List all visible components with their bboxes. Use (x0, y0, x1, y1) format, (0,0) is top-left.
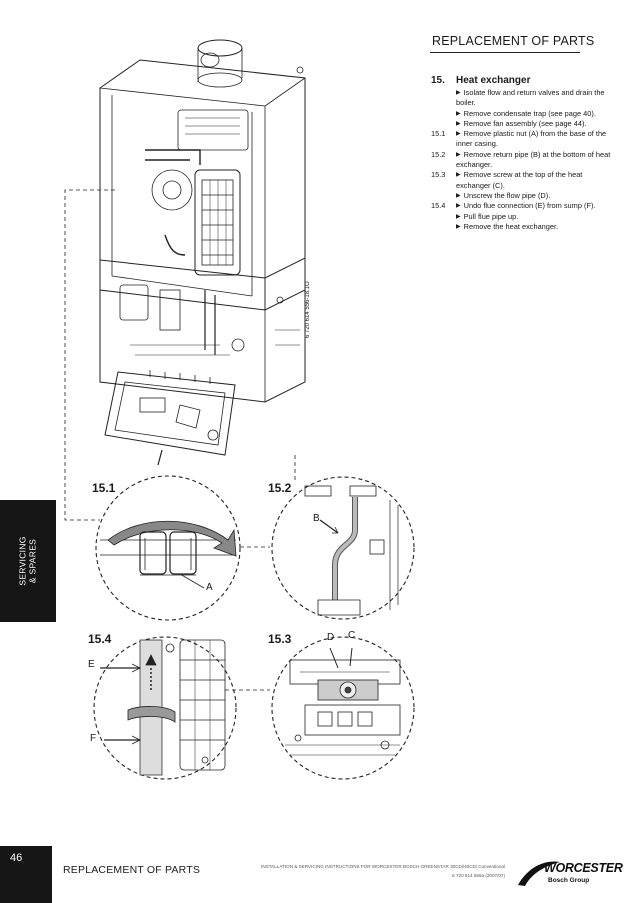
bullet-arrow-icon: ▶ (456, 120, 461, 127)
step-number (431, 191, 456, 201)
step-number: 15.1 (431, 129, 446, 139)
callout-b: B (313, 513, 320, 524)
step-text: Pull flue pipe up. (463, 211, 519, 221)
step-text: Undo flue connection (E) from sump (F). (463, 201, 596, 211)
footer-section-title: REPLACEMENT OF PARTS (63, 864, 201, 876)
bullet-arrow-icon: ▶ (456, 90, 461, 96)
step-text: Remove screw at the top of the heat exch… (456, 170, 583, 190)
instruction-step: 15.1 ▶Remove plastic nut (A) from the ba… (431, 129, 611, 150)
instruction-step: ▶Isolate flow and return valves and drai… (431, 88, 611, 109)
footer-doc-line: INSTALLATION & SERVICING INSTRUCTIONS FO… (261, 864, 505, 869)
step-text: Remove plastic nut (A) from the base of … (456, 129, 607, 149)
detail-label-15-3: 15.3 (268, 632, 292, 646)
leader-lines (64, 189, 296, 691)
page-number: 46 (10, 852, 23, 864)
detail-label-15-2: 15.2 (268, 481, 292, 495)
callout-f: F (90, 733, 97, 744)
instruction-heading: 15. Heat exchanger (431, 74, 611, 87)
heading-number: 15. (431, 75, 445, 86)
instruction-step: ▶Remove condensate trap (see page 40). (431, 109, 611, 119)
brand-logo-subtitle: Bosch Group (548, 877, 590, 884)
header-rule (430, 52, 580, 53)
step-text: Remove fan assembly (see page 44). (463, 118, 587, 128)
side-tab-line-2: & SPARES (28, 538, 38, 584)
step-text: Remove return pipe (B) at the bottom of … (456, 149, 611, 170)
side-tab-line-1: SERVICING (18, 536, 28, 586)
page-header-title: REPLACEMENT OF PARTS (432, 34, 595, 48)
bullet-arrow-icon: ▶ (456, 213, 461, 220)
step-text: Isolate flow and return valves and drain… (456, 88, 605, 108)
detail-circle-15-3 (271, 636, 415, 780)
bullet-arrow-icon: ▶ (456, 223, 461, 230)
callout-e: E (88, 659, 95, 670)
step-number: 15.3 (431, 170, 446, 180)
instruction-list: 15. Heat exchanger ▶Isolate flow and ret… (431, 74, 611, 232)
instruction-step: ▶Pull flue pipe up. (431, 212, 611, 222)
callout-c: C (348, 630, 356, 641)
bullet-arrow-icon: ▶ (456, 151, 461, 158)
callout-d: D (327, 632, 335, 643)
heading-text: Heat exchanger (456, 75, 531, 86)
detail-label-15-4: 15.4 (88, 632, 112, 646)
bullet-arrow-icon: ▶ (456, 172, 461, 179)
callout-a: A (206, 582, 213, 593)
instruction-step: 15.2 ▶Remove return pipe (B) at the bott… (431, 150, 611, 171)
section-side-tab (0, 500, 56, 622)
brand-logo-name: WORCESTER (544, 861, 623, 875)
instruction-step: 15.4 ▶Undo flue connection (E) from sump… (431, 201, 611, 211)
page-number-tab (0, 846, 52, 903)
instruction-step: ▶Remove the heat exchanger. (431, 222, 611, 232)
detail-label-15-1: 15.1 (92, 481, 116, 495)
step-number: 15.2 (431, 149, 446, 159)
detail-circle-15-2 (271, 476, 415, 620)
bullet-arrow-icon: ▶ (456, 110, 461, 117)
detail-circle-15-4 (93, 636, 237, 780)
section-side-tab-label: SERVICING & SPARES (0, 500, 56, 622)
boiler-cabinet-drawing (99, 39, 306, 466)
bullet-arrow-icon: ▶ (456, 192, 461, 199)
instruction-step: ▶Unscrew the flow pipe (D). (431, 191, 611, 201)
footer-document-info: INSTALLATION & SERVICING INSTRUCTIONS FO… (250, 862, 505, 880)
step-text: Remove condensate trap (see page 40). (463, 108, 596, 118)
detail-circle-15-1 (95, 475, 241, 621)
instruction-step: ▶Remove fan assembly (see page 44). (431, 119, 611, 129)
footer-doc-ref: 6 720 614 556a (2007/07) (452, 873, 505, 878)
instruction-step: 15.3 ▶Remove screw at the top of the hea… (431, 170, 611, 191)
step-text: Remove the heat exchanger. (463, 221, 559, 231)
step-number (431, 109, 456, 119)
diagram-reference-code: 6 720 614 556-18.1O (305, 281, 311, 338)
step-number (431, 88, 456, 109)
bullet-arrow-icon: ▶ (456, 131, 461, 138)
step-number (431, 222, 456, 232)
step-number (431, 119, 456, 129)
step-number (431, 212, 456, 222)
step-number: 15.4 (431, 201, 446, 211)
bullet-arrow-icon: ▶ (456, 203, 461, 210)
step-text: Unscrew the flow pipe (D). (463, 190, 551, 200)
